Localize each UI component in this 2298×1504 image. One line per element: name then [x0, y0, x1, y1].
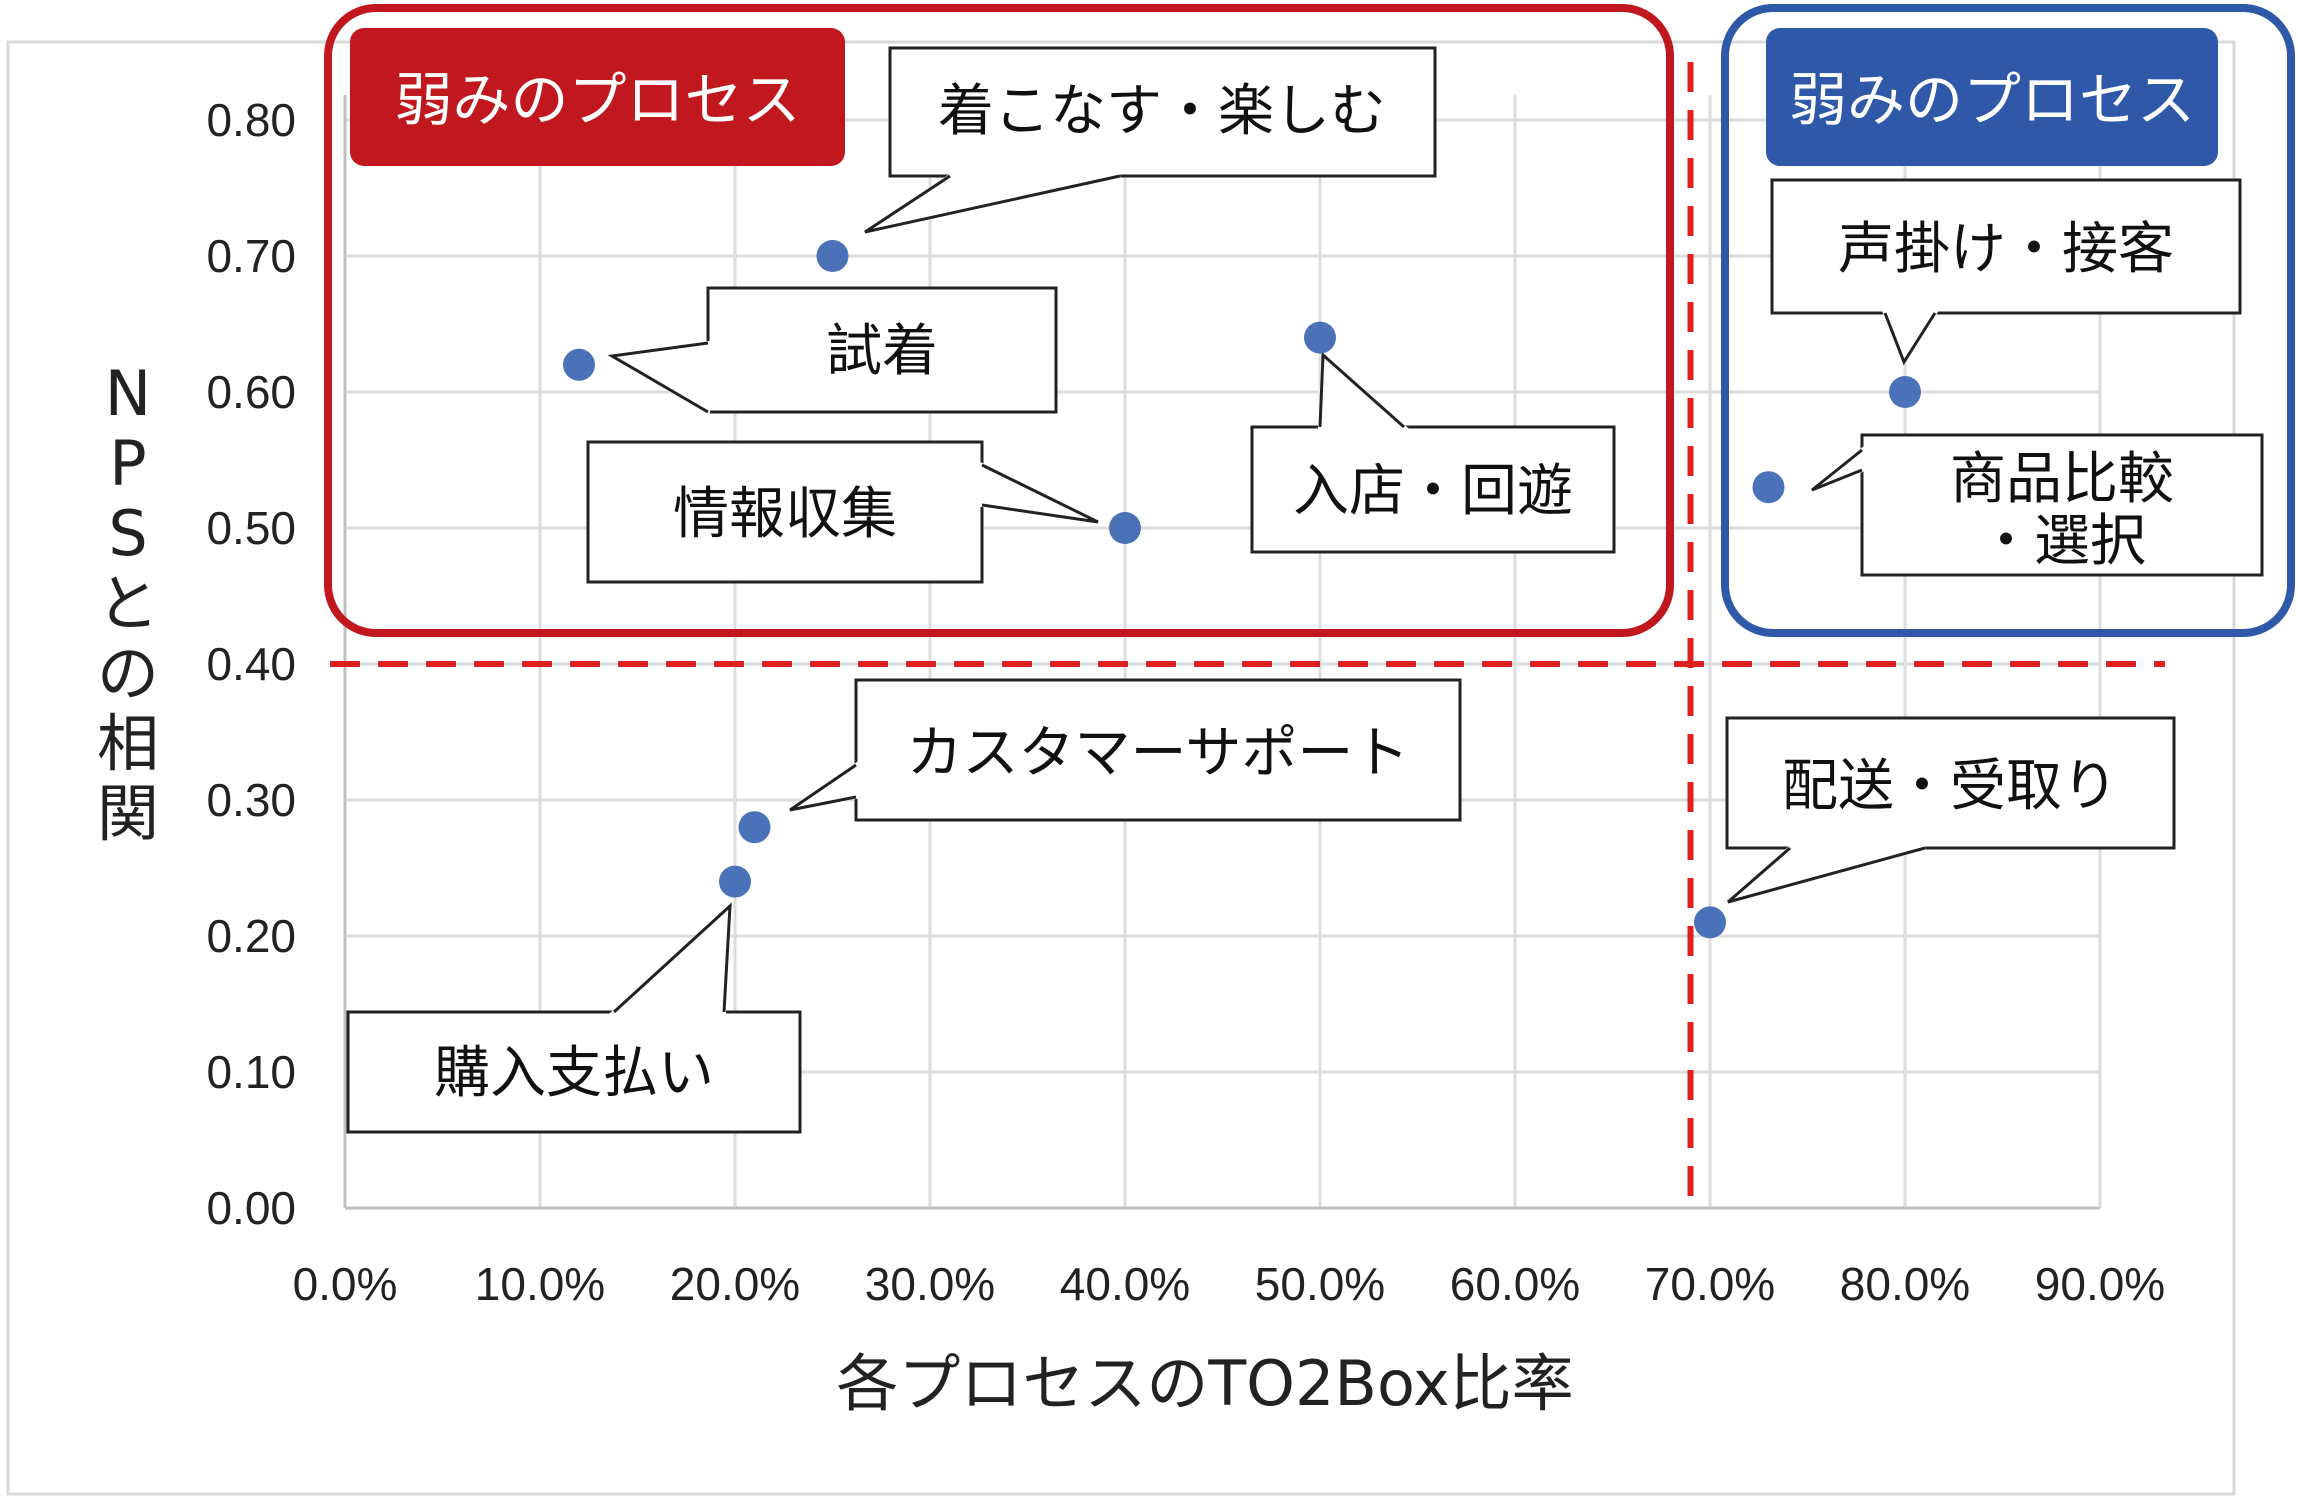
- callout: 声掛け・接客: [1770, 178, 2242, 367]
- callout-pointer: [612, 902, 732, 1014]
- callout: 商品比較・選択: [1810, 433, 2264, 577]
- y-axis-title-char: と: [97, 567, 159, 640]
- callout-box: [1725, 716, 2176, 850]
- callout-pointer: [1727, 846, 1926, 904]
- x-tick-label: 50.0%: [1255, 1258, 1385, 1310]
- y-axis-title-char: 関: [97, 777, 159, 850]
- callout-box: [854, 678, 1462, 822]
- callout-label: カスタマーサポート: [907, 721, 1410, 786]
- y-tick-label: 0.70: [206, 230, 296, 282]
- callout-pointer: [1811, 448, 1863, 492]
- x-tick-label: 20.0%: [670, 1258, 800, 1310]
- y-tick-label: 0.80: [206, 94, 296, 146]
- x-tick-label: 0.0%: [293, 1258, 398, 1310]
- x-tick-label: 70.0%: [1645, 1258, 1775, 1310]
- callout-pointer: [1318, 351, 1405, 429]
- callout-label: 情報収集: [673, 482, 897, 547]
- callout-label: 商品比較: [1950, 447, 2174, 512]
- x-tick-label: 90.0%: [2035, 1258, 2165, 1310]
- y-tick-label: 0.60: [206, 366, 296, 418]
- x-tick-label: 40.0%: [1060, 1258, 1190, 1310]
- x-tick-label: 80.0%: [1840, 1258, 1970, 1310]
- callout-box: [706, 286, 1058, 414]
- callout-pointer: [981, 463, 1099, 524]
- callout-label: 着こなす・楽しむ: [938, 79, 1386, 144]
- data-points: [563, 240, 1921, 939]
- callout-pointer: [1883, 312, 1937, 366]
- callout: カスタマーサポート: [788, 678, 1462, 822]
- callout-label: 試着: [826, 319, 938, 384]
- threshold-lines: [330, 62, 2165, 1212]
- y-axis-title-char: S: [108, 497, 147, 570]
- data-point: [816, 240, 849, 272]
- callout-box: [586, 440, 984, 584]
- callout: 試着: [605, 286, 1058, 416]
- callout-label: 入店・回遊: [1293, 459, 1573, 524]
- callout: 着こなす・楽しむ: [863, 46, 1437, 234]
- data-point: [1694, 906, 1726, 939]
- y-tick-label: 0.40: [206, 638, 296, 690]
- x-tick-labels: 0.0% 10.0% 20.0% 30.0% 40.0% 50.0% 60.0% 70.0% 8…: [293, 1258, 2166, 1310]
- callout-box: [1250, 425, 1616, 554]
- callout: 購入支払い: [346, 901, 802, 1134]
- region-red-tag: [350, 28, 845, 166]
- callout: 入店・回遊: [1250, 350, 1616, 554]
- y-tick-label: 0.50: [206, 502, 296, 554]
- x-tick-label: 30.0%: [865, 1258, 995, 1310]
- region-red-tag-label: 弱みのプロセス: [394, 66, 800, 134]
- y-axis-title-char: N: [105, 357, 151, 430]
- callout-box: [1860, 433, 2264, 577]
- callout-pointer: [864, 174, 1121, 234]
- callout: 情報収集: [586, 440, 1099, 584]
- x-tick-label: 60.0%: [1450, 1258, 1580, 1310]
- callout-box: [1770, 178, 2242, 315]
- data-point: [719, 865, 751, 898]
- data-point: [1304, 321, 1336, 354]
- callout-box: [888, 46, 1437, 178]
- x-tick-label: 10.0%: [475, 1258, 605, 1310]
- y-axis-title-char: P: [109, 427, 146, 500]
- axis-lines: [343, 95, 2100, 1210]
- callout-label: 購入支払い: [434, 1041, 714, 1106]
- data-point: [1109, 512, 1141, 544]
- y-axis-title-char: 相: [97, 707, 159, 780]
- callout-label: 配送・受取り: [1782, 754, 2118, 819]
- callout-pointer: [789, 763, 857, 812]
- callout-label: 声掛け・接客: [1838, 217, 2174, 282]
- callout: 配送・受取り: [1725, 716, 2176, 904]
- callout-box: [346, 1010, 802, 1134]
- callout-label: ・選択: [1978, 509, 2146, 574]
- region-blue-tag-label: 弱みのプロセス: [1789, 66, 2195, 134]
- region-blue-tag: [1766, 28, 2218, 166]
- y-tick-label: 0.00: [206, 1182, 296, 1234]
- y-tick-labels: 0.00 0.10 0.20 0.30 0.40 0.50 0.60 0.70 0.80: [206, 94, 296, 1234]
- y-tick-label: 0.30: [206, 774, 296, 826]
- callout-pointer: [607, 341, 709, 414]
- y-tick-label: 0.20: [206, 910, 296, 962]
- x-axis-title: 各プロセスのTO2Box比率: [836, 1347, 1573, 1420]
- data-point: [1752, 471, 1785, 504]
- data-point: [1889, 376, 1921, 408]
- y-tick-label: 0.10: [206, 1046, 296, 1098]
- data-point: [563, 348, 595, 381]
- region-red-box: [324, 4, 1674, 637]
- data-point: [738, 811, 771, 844]
- region-blue-box: [1721, 4, 2295, 637]
- y-axis-title-char: の: [97, 637, 159, 710]
- regions: 弱みのプロセス 弱みのプロセス: [324, 4, 2295, 637]
